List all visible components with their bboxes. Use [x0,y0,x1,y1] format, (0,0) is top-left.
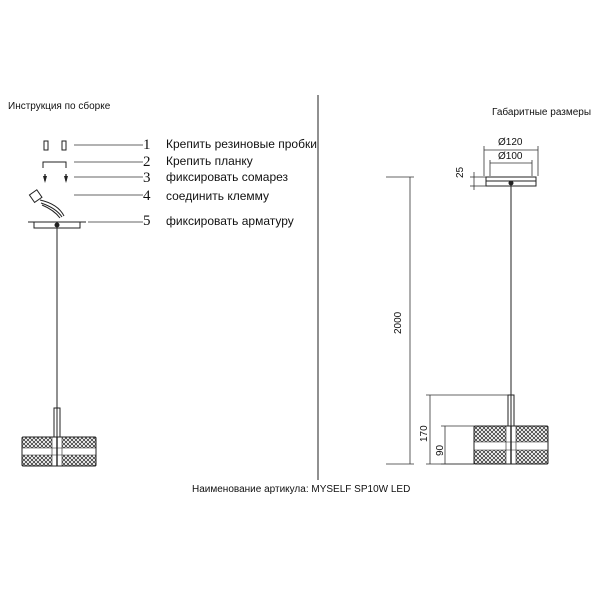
step-1-text: Крепить резиновые пробки [166,137,317,151]
canopy-height-dim [470,172,486,190]
step-2-text: Крепить планку [166,154,253,168]
mounting-bar-part [42,161,67,168]
inner-diameter-label: Ø100 [498,151,523,162]
right-shade [473,425,549,465]
step-4-text: соединить клемму [166,189,270,203]
step-2-number: 2 [143,154,151,170]
inner-diameter-dim [489,160,533,176]
dimensions-header: Габаритные размеры [492,107,592,118]
article-name: Наименование артикула: MYSELF SP10W LED [192,484,411,495]
canopy-part [28,221,86,229]
step-5-number: 5 [143,213,151,229]
screws-part [43,174,68,183]
step-5-text: фиксировать арматуру [166,214,294,228]
rubber-plugs-part [43,140,67,151]
step-3-number: 3 [143,170,151,186]
shade-height-dim [441,425,474,465]
canopy-height-label: 25 [455,166,466,178]
terminal-block-part [28,189,65,219]
outer-diameter-dim [483,146,539,176]
lamp-height-label: 170 [419,425,430,442]
step-3-text: фиксировать сомарез [166,170,289,184]
outer-diameter-label: Ø120 [498,137,523,148]
step-1-number: 1 [143,137,151,153]
shade-height-label: 90 [435,444,446,456]
total-height-label: 2000 [393,311,404,334]
total-height-dim [386,176,414,465]
step-4-number: 4 [143,188,151,204]
instructions-header: Инструкция по сборке [8,101,111,112]
right-canopy [485,176,537,187]
step-leaders [74,144,143,223]
left-shade [21,436,97,467]
